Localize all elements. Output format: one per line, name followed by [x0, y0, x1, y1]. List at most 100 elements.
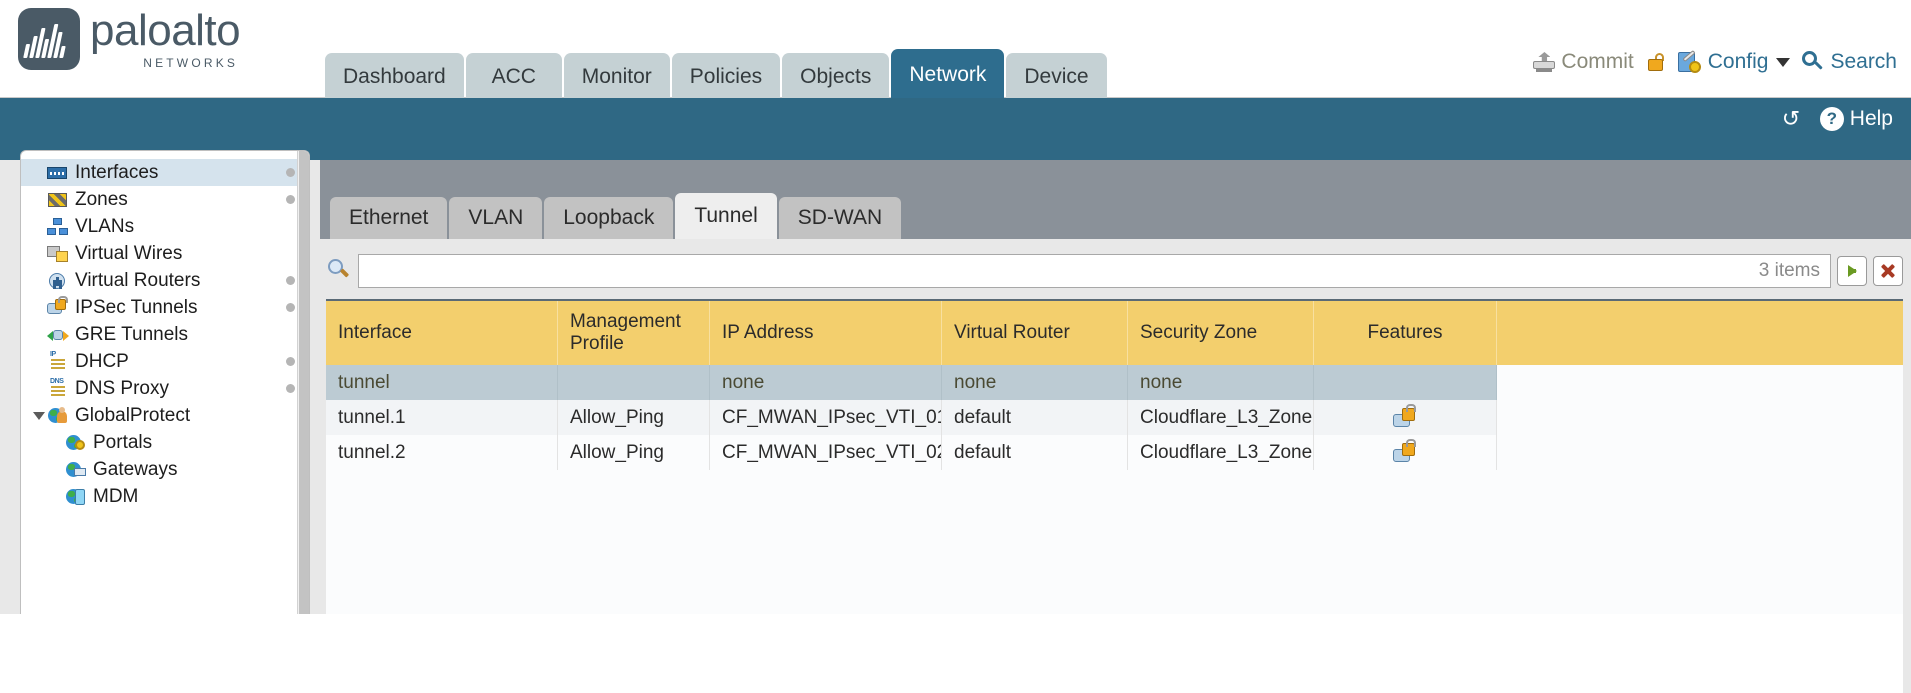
- cell-ip-address: CF_MWAN_IPsec_VTI_01_...: [710, 400, 942, 435]
- mdm-icon: [65, 488, 87, 506]
- subtab-sdwan[interactable]: SD-WAN: [778, 197, 902, 239]
- sidebar-item-mdm[interactable]: MDM: [21, 483, 309, 510]
- refresh-icon[interactable]: ↺: [1781, 106, 1801, 131]
- column-header-line2: Profile: [570, 333, 624, 354]
- interfaces-icon: [47, 164, 69, 182]
- search-icon: [328, 259, 352, 283]
- table-body: tunnel none none none tunnel.1 Allow_Pin…: [326, 365, 1903, 470]
- apply-filter-button[interactable]: [1837, 256, 1867, 286]
- clear-filter-button[interactable]: [1873, 256, 1903, 286]
- table-row[interactable]: tunnel.2 Allow_Ping CF_MWAN_IPsec_VTI_02…: [326, 435, 1903, 470]
- column-header-ip-address[interactable]: IP Address: [710, 301, 942, 365]
- vlans-icon: [47, 217, 69, 236]
- sidebar-scrollbar[interactable]: [297, 151, 309, 614]
- virtual-wires-icon: [47, 245, 69, 263]
- column-header-interface[interactable]: Interface: [326, 301, 558, 365]
- gateways-icon: [65, 461, 87, 479]
- sidebar-item-ipsec-tunnels[interactable]: IPSec Tunnels: [21, 294, 309, 321]
- sidebar-item-dns-proxy[interactable]: DNS DNS Proxy: [21, 375, 309, 402]
- paloalto-logo-icon: [18, 8, 80, 70]
- sidebar-label: MDM: [93, 485, 139, 507]
- cell-spacer: [1497, 365, 1903, 400]
- panel-right-gutter: [1903, 318, 1911, 693]
- table-row[interactable]: tunnel none none none: [326, 365, 1903, 400]
- status-dot: [286, 168, 295, 177]
- sidebar-label: GRE Tunnels: [75, 323, 188, 345]
- sidebar-item-zones[interactable]: Zones: [21, 186, 309, 213]
- filter-input-wrap[interactable]: 3 items: [358, 254, 1831, 288]
- chevron-down-icon: [1776, 57, 1791, 67]
- subtab-ethernet[interactable]: Ethernet: [330, 197, 448, 239]
- cell-features: [1314, 365, 1497, 400]
- column-header-features[interactable]: Features: [1314, 301, 1497, 365]
- column-header-virtual-router[interactable]: Virtual Router: [942, 301, 1128, 365]
- cell-virtual-router: default: [942, 400, 1128, 435]
- left-sidebar: Interfaces Zones VLANs Virtual Wires: [20, 150, 310, 614]
- virtual-routers-icon: [47, 272, 69, 290]
- tab-policies[interactable]: Policies: [671, 53, 781, 101]
- search-input[interactable]: [359, 255, 1740, 287]
- status-dot: [286, 276, 295, 285]
- sidebar-label: IPSec Tunnels: [75, 296, 198, 318]
- sidebar-list: Interfaces Zones VLANs Virtual Wires: [21, 151, 309, 510]
- subtab-tunnel[interactable]: Tunnel: [675, 193, 777, 239]
- sidebar-label: Interfaces: [75, 161, 159, 183]
- sidebar-item-globalprotect[interactable]: GlobalProtect: [21, 402, 309, 429]
- brand-tagline: NETWORKS: [143, 56, 239, 70]
- sidebar-item-dhcp[interactable]: IP DHCP: [21, 348, 309, 375]
- cell-mgmt-profile: Allow_Ping: [558, 435, 710, 470]
- sidebar-label: Portals: [93, 431, 153, 453]
- subtab-vlan[interactable]: VLAN: [449, 197, 543, 239]
- table-row[interactable]: tunnel.1 Allow_Ping CF_MWAN_IPsec_VTI_01…: [326, 400, 1903, 435]
- column-header-line1: Management: [570, 311, 681, 332]
- main-navigation: Dashboard ACC Monitor Policies Objects N…: [325, 49, 1107, 101]
- gre-tunnels-icon: [47, 326, 69, 344]
- sidebar-label: GlobalProtect: [75, 404, 191, 426]
- sidebar-item-virtual-routers[interactable]: Virtual Routers: [21, 267, 309, 294]
- tab-acc[interactable]: ACC: [465, 53, 562, 101]
- column-header-security-zone[interactable]: Security Zone: [1128, 301, 1314, 365]
- cell-interface[interactable]: tunnel.2: [326, 435, 558, 470]
- sidebar-item-gateways[interactable]: Gateways: [21, 456, 309, 483]
- config-menu[interactable]: Config: [1677, 49, 1791, 74]
- sidebar-item-portals[interactable]: Portals: [21, 429, 309, 456]
- sidebar-item-interfaces[interactable]: Interfaces: [21, 159, 309, 186]
- sidebar-label: DNS Proxy: [75, 377, 169, 399]
- sidebar-item-gre-tunnels[interactable]: GRE Tunnels: [21, 321, 309, 348]
- cell-interface[interactable]: tunnel.1: [326, 400, 558, 435]
- commit-button[interactable]: Commit: [1533, 50, 1634, 74]
- column-header-management-profile[interactable]: Management Profile: [558, 301, 710, 365]
- scrollbar-thumb[interactable]: [299, 151, 309, 614]
- cell-features: [1314, 400, 1497, 435]
- tab-network[interactable]: Network: [891, 49, 1005, 101]
- sidebar-item-vlans[interactable]: VLANs: [21, 213, 309, 240]
- cell-security-zone: Cloudflare_L3_Zone: [1128, 435, 1314, 470]
- top-actions: Commit Config Search: [1533, 49, 1897, 74]
- cell-virtual-router: default: [942, 435, 1128, 470]
- subtab-loopback[interactable]: Loopback: [544, 197, 674, 239]
- help-label: Help: [1849, 107, 1893, 130]
- tab-objects[interactable]: Objects: [782, 53, 890, 101]
- cell-spacer: [1497, 400, 1903, 435]
- cell-mgmt-profile: [558, 365, 710, 400]
- status-dot: [286, 195, 295, 204]
- help-button[interactable]: ? Help: [1819, 107, 1893, 131]
- tab-device[interactable]: Device: [1006, 53, 1107, 101]
- portals-icon: [65, 434, 87, 452]
- lock-icon[interactable]: [1646, 52, 1666, 72]
- sidebar-item-virtual-wires[interactable]: Virtual Wires: [21, 240, 309, 267]
- sidebar-label: DHCP: [75, 350, 129, 372]
- top-header: paloalto NETWORKS Dashboard ACC Monitor …: [0, 0, 1911, 101]
- cell-interface[interactable]: tunnel: [326, 365, 558, 400]
- search-icon: [1802, 51, 1824, 73]
- help-icon: ?: [1819, 107, 1844, 131]
- expand-collapse-icon[interactable]: [31, 411, 47, 420]
- cell-ip-address: CF_MWAN_IPsec_VTI_02_...: [710, 435, 942, 470]
- status-dot: [286, 357, 295, 366]
- tab-monitor[interactable]: Monitor: [563, 53, 670, 101]
- tab-dashboard[interactable]: Dashboard: [325, 53, 464, 101]
- cell-spacer: [1497, 435, 1903, 470]
- search-button[interactable]: Search: [1802, 50, 1897, 74]
- close-icon: [1880, 263, 1896, 279]
- sidebar-label: Virtual Wires: [75, 242, 183, 264]
